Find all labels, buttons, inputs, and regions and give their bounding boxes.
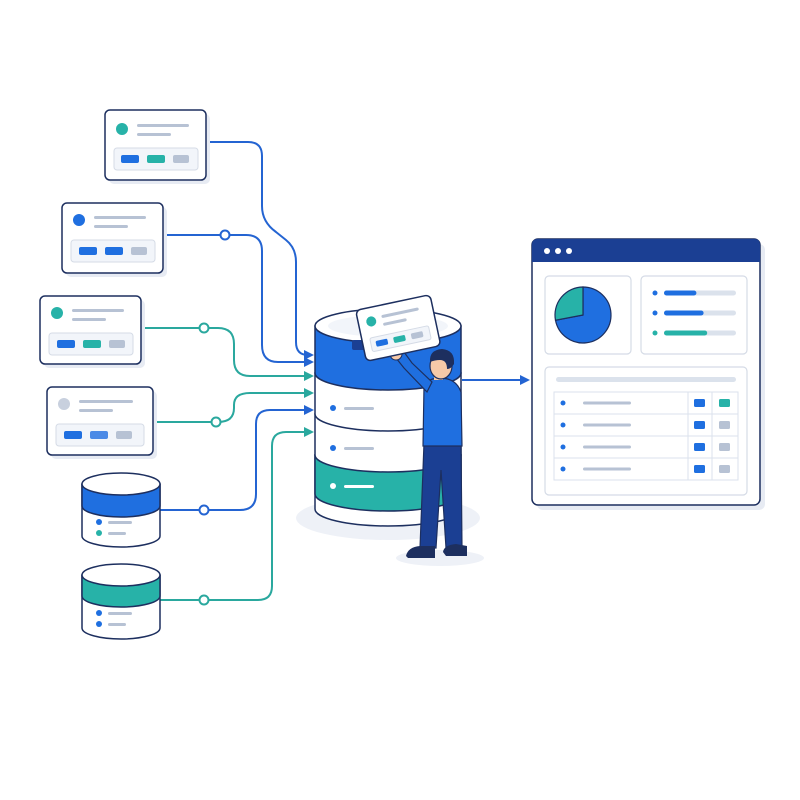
row-dot bbox=[560, 444, 566, 450]
status-dot bbox=[96, 519, 102, 525]
connector-node bbox=[198, 504, 210, 516]
status-dot bbox=[96, 610, 102, 616]
connector-node bbox=[210, 416, 222, 428]
table-header-bar bbox=[556, 377, 736, 382]
table-row bbox=[553, 391, 739, 415]
connector-source-4 bbox=[153, 388, 314, 423]
tag-pill bbox=[694, 421, 705, 429]
tag-pill bbox=[64, 431, 82, 439]
tag-pill bbox=[719, 399, 730, 407]
progress-dot bbox=[652, 310, 658, 316]
connector-source-6 bbox=[160, 427, 314, 601]
tag-pill bbox=[694, 443, 705, 451]
row-dot bbox=[560, 422, 566, 428]
progress-fill bbox=[664, 310, 704, 316]
connector-nodes bbox=[198, 229, 231, 606]
row-text-line bbox=[583, 423, 631, 427]
tag-pill bbox=[147, 155, 165, 163]
source-card-1 bbox=[104, 109, 210, 184]
status-dot bbox=[366, 316, 377, 327]
data-table bbox=[553, 391, 739, 481]
tag-pill bbox=[105, 247, 123, 255]
progress-dot bbox=[652, 330, 658, 336]
table-row bbox=[553, 457, 739, 481]
progress-bars bbox=[652, 290, 736, 336]
pie-chart bbox=[554, 286, 612, 344]
source-card-4 bbox=[46, 386, 157, 459]
status-dot bbox=[116, 123, 128, 135]
tag-pill bbox=[694, 399, 705, 407]
connector-source-2 bbox=[163, 234, 314, 367]
tag-pill bbox=[719, 443, 730, 451]
progress-fill bbox=[664, 290, 697, 296]
person-figure bbox=[389, 347, 484, 566]
tag-pill bbox=[173, 155, 189, 163]
tag-pill bbox=[121, 155, 139, 163]
connector-source-5 bbox=[160, 405, 314, 511]
tag-pill bbox=[116, 431, 132, 439]
connector-node bbox=[198, 594, 210, 606]
status-dot bbox=[58, 398, 70, 410]
tag-pill bbox=[131, 247, 147, 255]
source-database-2 bbox=[81, 563, 161, 640]
tag-pill bbox=[694, 465, 705, 473]
tag-pill bbox=[410, 331, 424, 340]
row-dot bbox=[560, 466, 566, 472]
status-dot bbox=[51, 307, 63, 319]
window-dots bbox=[544, 248, 572, 254]
row-text-line bbox=[583, 401, 631, 405]
tag-pill bbox=[83, 340, 101, 348]
status-dot bbox=[96, 621, 102, 627]
pie-slice-teal bbox=[554, 286, 584, 321]
row-dot bbox=[560, 400, 566, 406]
connector-node bbox=[219, 229, 231, 241]
tag-pill bbox=[109, 340, 125, 348]
progress-dot bbox=[652, 290, 658, 296]
tag-pill bbox=[375, 338, 389, 347]
tag-pill bbox=[719, 421, 730, 429]
status-dot bbox=[73, 214, 85, 226]
tag-pill bbox=[57, 340, 75, 348]
connector-source-3 bbox=[141, 327, 314, 381]
progress-fill bbox=[664, 330, 708, 336]
row-text-line bbox=[583, 445, 631, 449]
connector-source-1 bbox=[206, 141, 314, 360]
person-hair bbox=[429, 349, 455, 369]
source-card-3 bbox=[39, 295, 145, 368]
held-data-card bbox=[355, 294, 441, 362]
tag-pill bbox=[393, 335, 406, 343]
tag-pill bbox=[719, 465, 730, 473]
tag-pill bbox=[90, 431, 108, 439]
table-row bbox=[553, 435, 739, 459]
source-database-1 bbox=[81, 472, 161, 548]
source-card-2 bbox=[61, 202, 167, 277]
connector-node bbox=[198, 322, 210, 334]
window-titlebar bbox=[532, 239, 760, 262]
tag-pill bbox=[79, 247, 97, 255]
connector-lines bbox=[141, 141, 530, 601]
status-dot bbox=[96, 530, 102, 536]
dashboard-window bbox=[531, 238, 765, 510]
row-text-line bbox=[583, 467, 631, 471]
table-row bbox=[553, 413, 739, 437]
